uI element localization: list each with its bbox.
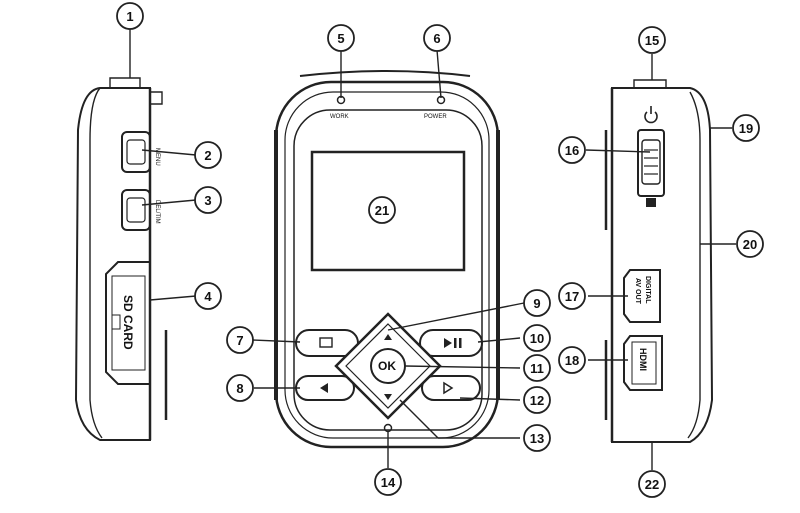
av-out-port — [623, 269, 661, 323]
callout-1-circle — [116, 2, 144, 30]
callout-10: 10 — [530, 331, 544, 346]
right-button — [421, 375, 481, 401]
callout-11-circle — [523, 354, 551, 382]
play-icon — [444, 338, 452, 348]
lcd-screen — [310, 150, 466, 272]
microphone — [383, 423, 393, 433]
callout-18: 18 — [565, 353, 579, 368]
callout-5-circle — [327, 24, 355, 52]
right-arrow-icon — [443, 381, 454, 395]
delete-button-side — [121, 189, 151, 231]
callout-14: 14 — [381, 475, 396, 490]
delete-label: DEL/TIM — [154, 200, 160, 224]
callout-2: 2 — [204, 148, 211, 163]
callout-15: 15 — [645, 33, 659, 48]
right-side-view — [604, 79, 714, 443]
callout-17-circle — [558, 282, 586, 310]
ok-label: OK — [378, 359, 396, 373]
callout-9: 9 — [533, 296, 540, 311]
sd-card-slot — [105, 261, 151, 385]
av-out-label: AV OUT — [634, 278, 641, 305]
callout-22: 22 — [645, 477, 659, 492]
callout-12-circle — [523, 386, 551, 414]
power-label: POWER — [424, 114, 447, 120]
menu-button-side — [121, 131, 151, 173]
sd-card-label: SD CARD — [121, 295, 135, 350]
callout-20-circle — [736, 230, 764, 258]
callout-21: 21 — [375, 203, 389, 218]
callout-8-circle — [226, 374, 254, 402]
callout-3-circle — [194, 186, 222, 214]
callout-15-circle — [638, 26, 666, 54]
callout-13-circle — [523, 424, 551, 452]
callout-22-circle — [638, 470, 666, 498]
menu-label: MENU — [154, 148, 160, 166]
callout-9-circle — [523, 289, 551, 317]
callout-17: 17 — [565, 289, 579, 304]
lock-icon — [646, 198, 656, 207]
callout-2-circle — [194, 141, 222, 169]
callout-10-circle — [523, 324, 551, 352]
power-icon — [644, 106, 658, 124]
callout-3: 3 — [204, 193, 211, 208]
callout-19-circle — [732, 114, 760, 142]
digital-label: DIGITAL — [644, 276, 651, 304]
callout-13: 13 — [530, 431, 544, 446]
callout-12: 12 — [530, 393, 544, 408]
callout-4-circle — [194, 282, 222, 310]
hdmi-label: HDMI — [638, 348, 648, 371]
callout-18-circle — [558, 346, 586, 374]
callout-circles — [116, 2, 764, 498]
callout-7: 7 — [236, 333, 243, 348]
up-arrow-icon — [384, 334, 392, 340]
play-pause-button — [419, 329, 483, 357]
power-switch — [637, 129, 665, 197]
left-arrow-icon — [320, 383, 328, 393]
callout-16-circle — [558, 136, 586, 164]
callout-5: 5 — [337, 31, 344, 46]
callout-1: 1 — [126, 9, 133, 24]
callout-11: 11 — [530, 361, 544, 376]
callout-6: 6 — [433, 31, 440, 46]
leader-lines — [129, 28, 736, 470]
callout-6-circle — [423, 24, 451, 52]
callout-4: 4 — [204, 289, 212, 304]
hdmi-port — [623, 335, 663, 391]
down-arrow-icon — [384, 394, 392, 400]
callout-8: 8 — [236, 381, 243, 396]
callout-16: 16 — [565, 143, 579, 158]
left-side-view — [74, 77, 168, 441]
callout-7-circle — [226, 326, 254, 354]
work-label: WORK — [330, 114, 349, 120]
front-view — [274, 70, 500, 449]
callout-21-circle — [368, 196, 396, 224]
callout-19: 19 — [739, 121, 753, 136]
callout-20: 20 — [743, 237, 757, 252]
callout-14-circle — [374, 468, 402, 496]
